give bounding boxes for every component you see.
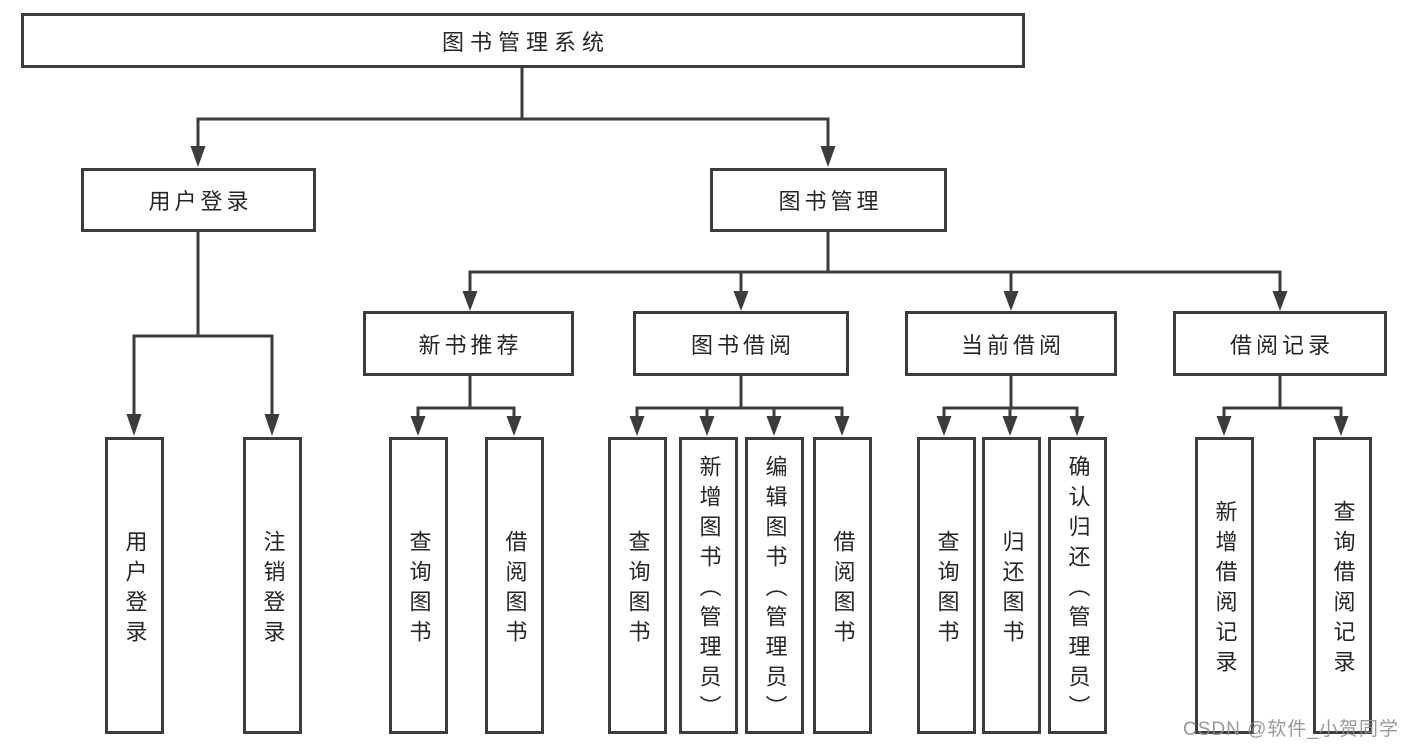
leaf-edit-books-admin: 编辑图书（管理员） [745, 437, 804, 734]
node-label: 借阅记录 [1229, 332, 1334, 358]
node-label: 注销登录 [260, 529, 286, 650]
node-label: 新增借阅记录 [1212, 499, 1238, 680]
node-root: 图书管理系统 [21, 13, 1025, 68]
arrowheads-user-login [126, 414, 280, 436]
leaf-borrow-books-recommend: 借阅图书 [485, 437, 544, 734]
edges-current-borrow [942, 373, 1079, 417]
node-label: 查询借阅记录 [1330, 499, 1356, 680]
leaf-user-login: 用户登录 [105, 437, 164, 734]
node-label: 查询图书 [934, 529, 960, 650]
node-label: 图书管理 [778, 189, 883, 214]
node-label: 新书推荐 [418, 332, 523, 358]
node-label: 用户登录 [148, 189, 253, 214]
arrowheads-level2 [190, 146, 836, 167]
node-borrow-records: 借阅记录 [1173, 311, 1387, 376]
leaf-confirm-return-admin: 确认归还（管理员） [1048, 437, 1107, 734]
node-label: 借阅图书 [830, 529, 856, 650]
edges-new-book [416, 373, 516, 417]
node-book-management: 图书管理 [710, 168, 947, 232]
edges-borrow-records [1222, 373, 1343, 417]
node-label: 用户登录 [122, 529, 148, 650]
node-label: 借阅图书 [502, 529, 528, 650]
node-book-borrow: 图书借阅 [633, 311, 849, 376]
node-label: 新增图书（管理员） [696, 454, 722, 725]
leaf-return-books: 归还图书 [982, 437, 1041, 734]
node-label: 图书借阅 [690, 332, 795, 358]
node-label: 编辑图书（管理员） [762, 454, 788, 725]
node-new-book-recommend: 新书推荐 [363, 311, 574, 376]
node-label: 当前借阅 [960, 332, 1065, 358]
arrowheads-current-borrow [936, 416, 1085, 436]
node-label: 图书管理系统 [441, 29, 610, 55]
arrowheads-new-book [410, 416, 522, 436]
node-label: 确认归还（管理员） [1065, 454, 1091, 725]
edges-book-borrow [635, 373, 844, 417]
leaf-borrow-books: 借阅图书 [813, 437, 872, 734]
node-user-login: 用户登录 [81, 168, 316, 232]
leaf-query-books-borrow: 查询图书 [608, 437, 667, 734]
leaf-logout: 注销登录 [243, 437, 302, 734]
arrowheads-borrow-records [1216, 416, 1349, 436]
leaf-query-books-current: 查询图书 [917, 437, 976, 734]
node-label: 查询图书 [406, 529, 432, 650]
csdn-watermark: CSDN @软件_小贺同学 [1183, 719, 1399, 740]
node-label: 查询图书 [625, 529, 651, 650]
leaf-query-borrow-record: 查询借阅记录 [1313, 437, 1372, 734]
arrowheads-book-borrow [629, 416, 850, 436]
node-current-borrow: 当前借阅 [905, 311, 1117, 376]
leaf-query-books-recommend: 查询图书 [389, 437, 448, 734]
edges-user-login [132, 230, 274, 415]
leaf-add-borrow-record: 新增借阅记录 [1195, 437, 1254, 734]
edges-root-to-level2 [196, 66, 830, 147]
node-label: 归还图书 [999, 529, 1025, 650]
edges-book-mgmt [468, 230, 1282, 292]
arrowheads-level3 [462, 291, 1288, 311]
leaf-add-books-admin: 新增图书（管理员） [679, 437, 738, 734]
